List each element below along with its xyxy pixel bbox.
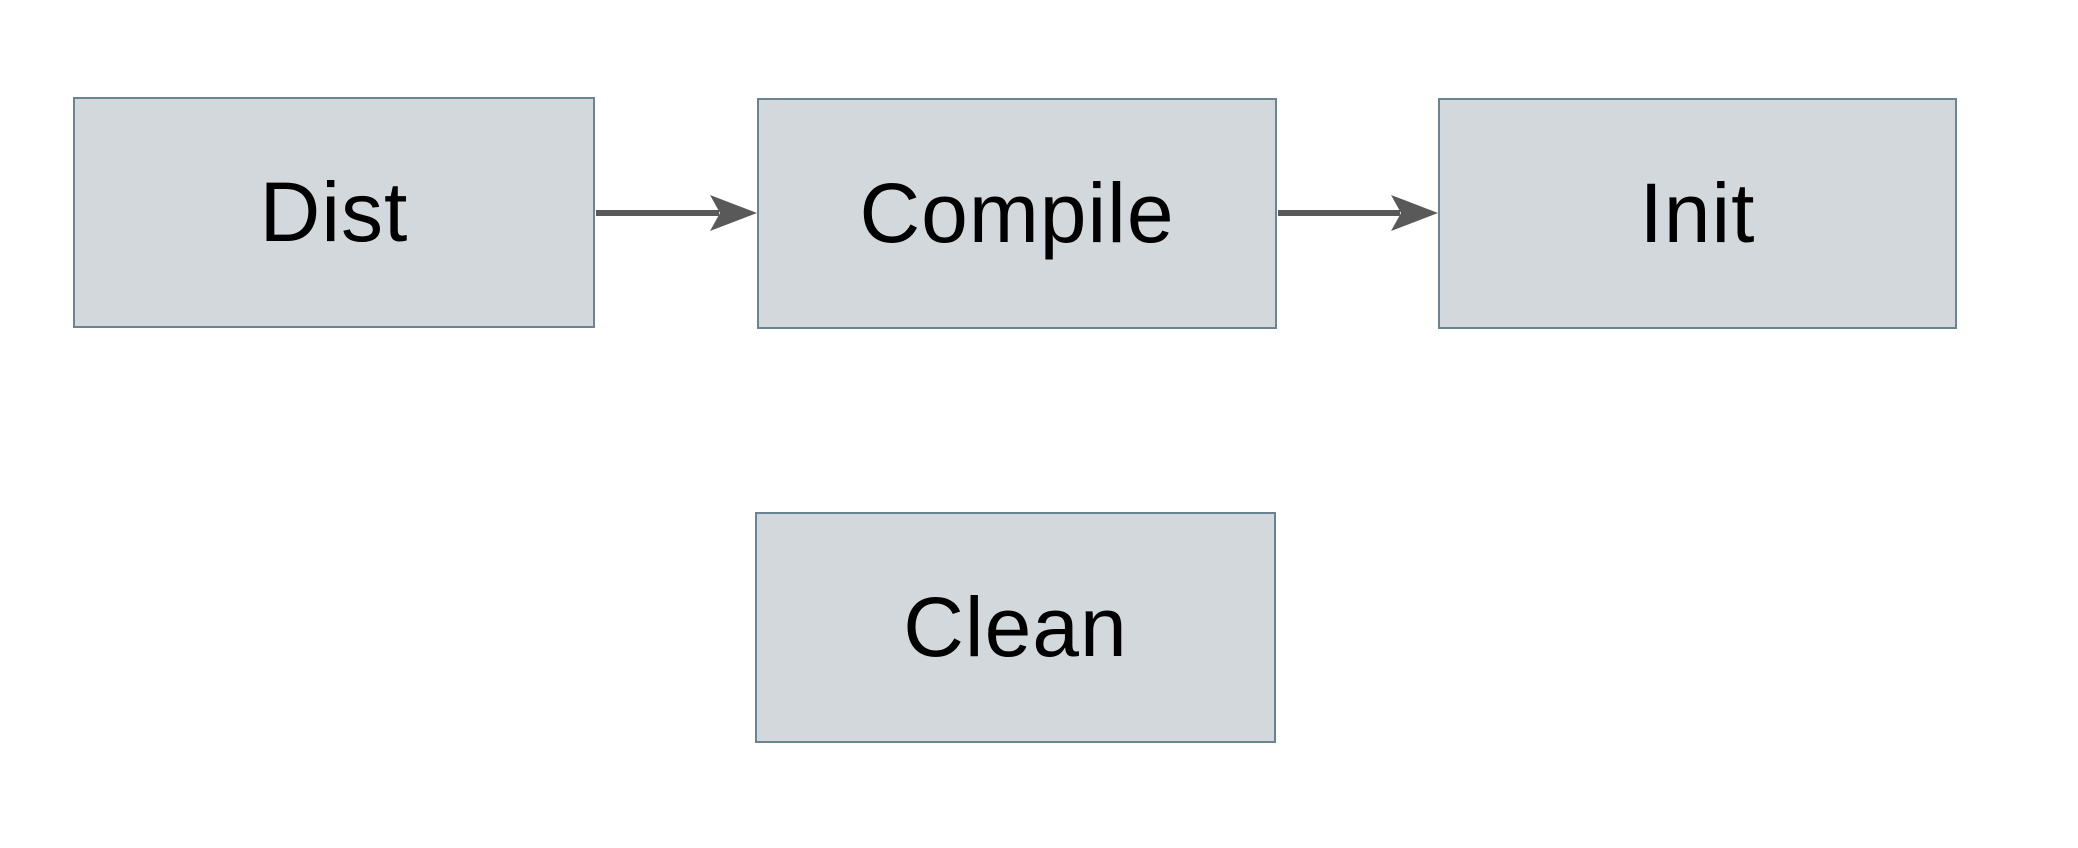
arrow-compile-to-init bbox=[1278, 195, 1438, 231]
node-clean[interactable]: Clean bbox=[755, 512, 1276, 743]
node-dist-label: Dist bbox=[259, 165, 409, 259]
node-compile-label: Compile bbox=[859, 166, 1175, 260]
node-clean-label: Clean bbox=[903, 580, 1128, 674]
node-init[interactable]: Init bbox=[1438, 98, 1957, 329]
arrow-dist-to-compile bbox=[596, 195, 757, 231]
node-dist[interactable]: Dist bbox=[73, 97, 595, 328]
node-init-label: Init bbox=[1639, 166, 1756, 260]
node-compile[interactable]: Compile bbox=[757, 98, 1277, 329]
